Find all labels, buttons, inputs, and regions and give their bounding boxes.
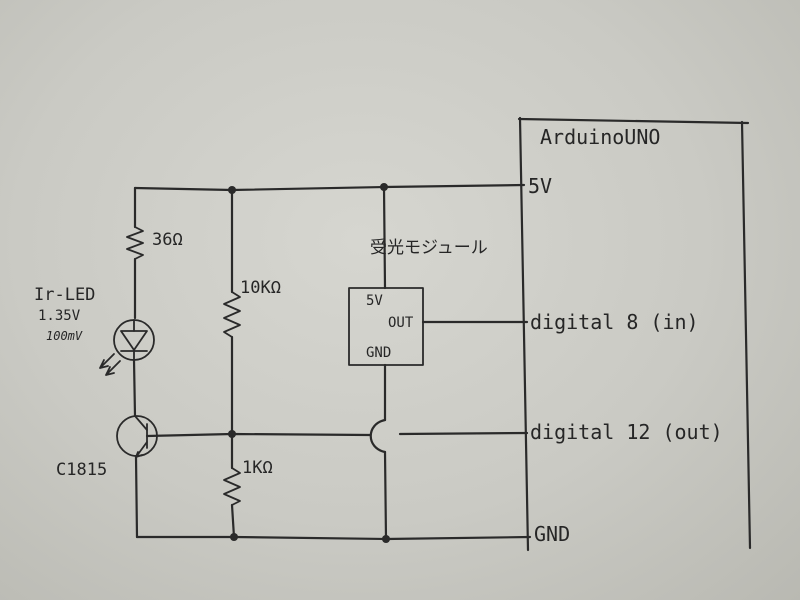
module-pin-out: OUT (388, 315, 414, 331)
resistor-10kohm-symbol (223, 291, 241, 338)
wire-5v-rail (133, 183, 526, 192)
ir-led-voltage: 1.35V (38, 308, 81, 324)
wire-module-5v (382, 185, 387, 290)
wire-gnd-rail (135, 535, 532, 541)
junction-dots (228, 183, 390, 543)
arduino-pin-gnd: GND (534, 522, 571, 546)
wire-digital12 (145, 432, 372, 438)
resistor-36ohm-symbol (126, 226, 144, 260)
arduino-board-outline (517, 116, 752, 552)
wire-crossover-hop (369, 418, 387, 454)
resistor-36ohm-label: 36Ω (152, 230, 183, 250)
ir-led-symbol (99, 319, 155, 376)
resistor-10kohm-label: 10KΩ (240, 278, 281, 298)
arduino-pin-digital12: digital 12 (out) (530, 420, 723, 444)
resistor-1kohm-symbol (223, 467, 241, 506)
arduino-pin-5v: 5V (528, 174, 553, 198)
module-pin-gnd: GND (366, 345, 392, 361)
receiver-module-label: 受光モジュール (370, 238, 488, 258)
ir-led-current: 100mV (46, 329, 83, 343)
resistor-1kohm-label: 1KΩ (242, 458, 273, 478)
transistor-c1815-label: C1815 (56, 460, 108, 480)
arduino-pin-digital8: digital 8 (in) (530, 310, 699, 334)
ir-led-name: Ir-LED (34, 285, 96, 305)
arduino-title: ArduinoUNO (540, 125, 661, 149)
module-pin-5v: 5V (366, 293, 383, 309)
